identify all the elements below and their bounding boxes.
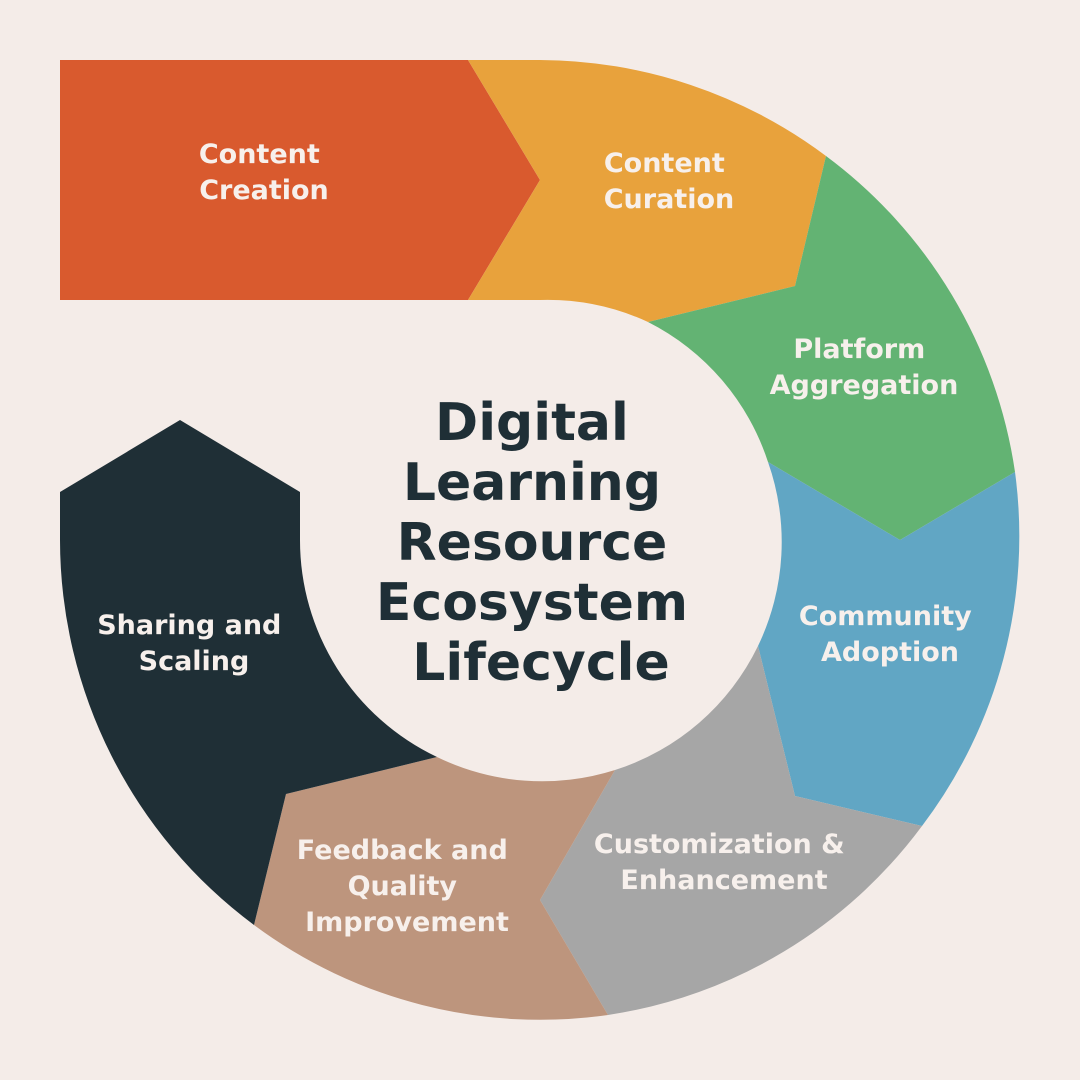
label-feedback-quality: Feedback and Quality Improvement (297, 835, 517, 938)
label-line: Quality (348, 871, 458, 902)
segment-platform-aggregation (648, 156, 1015, 540)
segment-content-curation (468, 60, 826, 322)
segment-customization-enhancement (540, 646, 922, 1015)
label-line: Content (199, 139, 320, 170)
label-line: Aggregation (770, 370, 959, 401)
label-line: Scaling (139, 646, 250, 677)
segment-feedback-quality (254, 757, 615, 1020)
label-customization-enhancement: Customization & Enhancement (594, 829, 854, 896)
center-title-line: Lifecycle (412, 633, 670, 693)
label-line: Enhancement (620, 865, 827, 896)
segment-community-adoption (758, 462, 1020, 826)
label-content-creation: Content Creation (199, 139, 329, 206)
label-line: Customization & (594, 829, 845, 860)
label-line: Improvement (305, 907, 509, 938)
label-content-curation: Content Curation (604, 148, 735, 215)
label-line: Adoption (821, 637, 959, 668)
label-line: Curation (604, 184, 735, 215)
labels-group: Content Creation Content Curation Platfo… (97, 139, 981, 938)
label-line: Feedback and (297, 835, 508, 866)
center-title-line: Ecosystem (376, 573, 688, 633)
segments-group (60, 60, 1020, 1020)
center-title-line: Resource (397, 513, 668, 573)
center-title: Digital Learning Resource Ecosystem Life… (376, 393, 706, 693)
label-platform-aggregation: Platform Aggregation (770, 334, 959, 401)
label-line: Content (604, 148, 725, 179)
label-sharing-scaling: Sharing and Scaling (97, 610, 291, 677)
label-line: Community (799, 601, 972, 632)
segment-content-creation (60, 60, 540, 300)
label-community-adoption: Community Adoption (799, 601, 981, 668)
label-line: Sharing and (97, 610, 281, 641)
center-title-line: Digital (435, 393, 629, 453)
center-title-line: Learning (403, 453, 661, 513)
label-line: Creation (199, 175, 329, 206)
label-line: Platform (793, 334, 925, 365)
segment-sharing-scaling (60, 420, 437, 925)
